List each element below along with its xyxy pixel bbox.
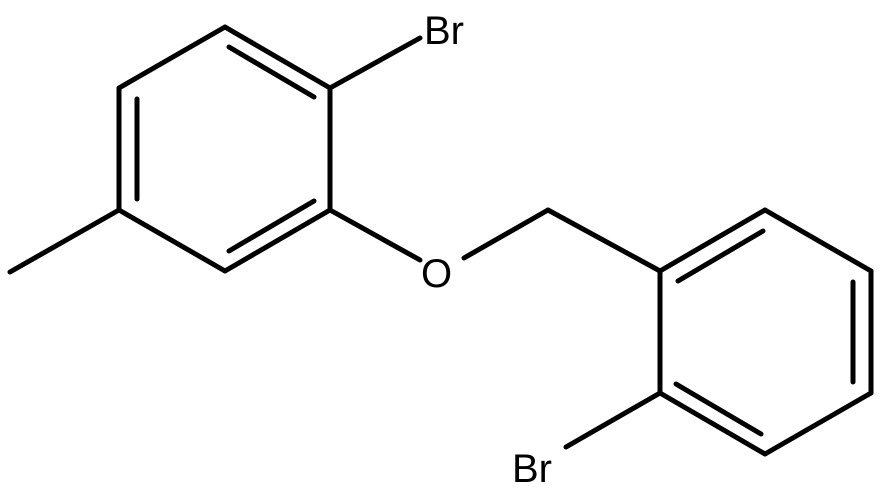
bond-r1-r2 xyxy=(657,207,768,274)
bond-ch2-aryl xyxy=(545,207,663,274)
bond-c-br-top xyxy=(327,35,423,91)
bond-r4-r5 xyxy=(762,390,874,457)
bond-c1-c2-inner xyxy=(226,44,317,100)
bond-r5-r6 xyxy=(657,390,768,457)
bond-c3-c4 xyxy=(222,207,333,274)
right-benzene-ring xyxy=(657,207,874,457)
bond-c6-c1 xyxy=(116,24,228,91)
atom-label-br-top: Br xyxy=(424,9,464,53)
bond-r2-r3 xyxy=(762,207,874,274)
bond-c1-c2 xyxy=(222,24,333,91)
bond-c4-c5 xyxy=(116,207,228,274)
bond-c-o xyxy=(327,207,423,263)
atom-label-br-bottom: Br xyxy=(512,447,552,489)
bond-r5-r6-inner xyxy=(673,381,764,437)
left-benzene-ring xyxy=(116,24,333,274)
bond-r1-r2-inner xyxy=(675,228,766,284)
bond-o-ch2 xyxy=(461,207,551,261)
bond-c3-c4-inner xyxy=(226,198,317,254)
bond-methyl xyxy=(7,207,122,275)
atom-label-oxygen: O xyxy=(421,252,452,296)
bond-c-br-bottom xyxy=(563,390,663,450)
